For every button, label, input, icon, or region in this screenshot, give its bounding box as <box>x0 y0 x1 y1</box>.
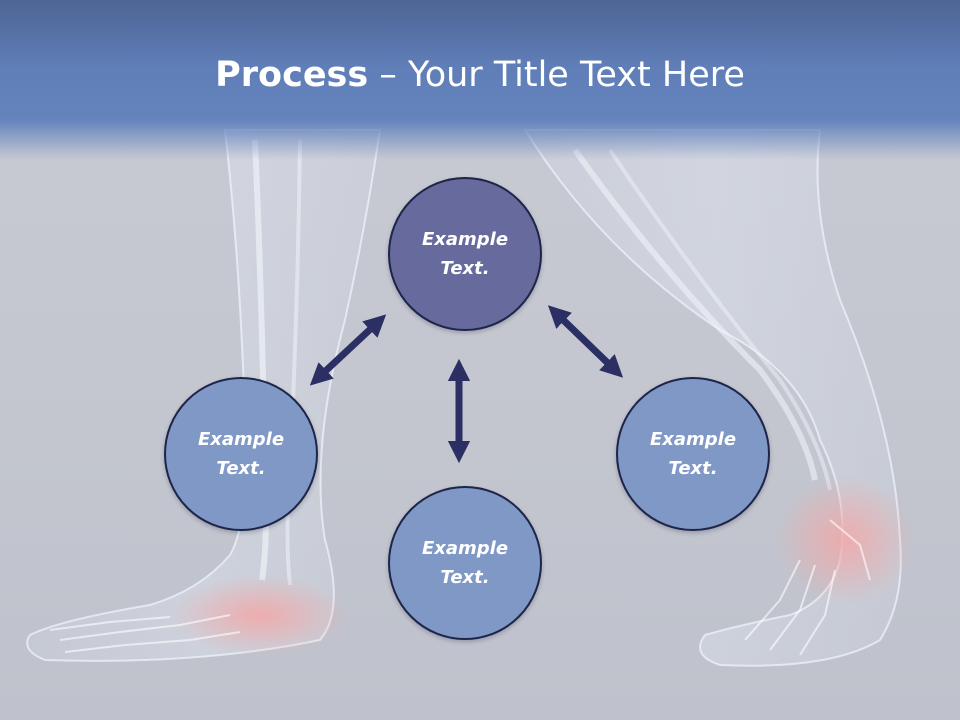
slide-title[interactable]: Process – Your Title Text Here <box>0 50 960 100</box>
node-text: Example Text. <box>421 538 509 588</box>
node-text: Example Text. <box>197 429 285 479</box>
title-bold-part: Process <box>215 55 369 95</box>
title-dash: – <box>368 55 408 95</box>
title-banner <box>0 0 960 160</box>
arrow-top-left <box>309 314 387 386</box>
process-node-top[interactable]: Example Text. <box>388 177 542 331</box>
process-node-left[interactable]: Example Text. <box>164 377 318 531</box>
arrow-top-right <box>547 305 624 378</box>
node-text: Example Text. <box>421 229 509 279</box>
node-text: Example Text. <box>649 429 737 479</box>
process-node-bottom[interactable]: Example Text. <box>388 486 542 640</box>
process-node-right[interactable]: Example Text. <box>616 377 770 531</box>
title-subtext: Your Title Text Here <box>407 55 745 95</box>
